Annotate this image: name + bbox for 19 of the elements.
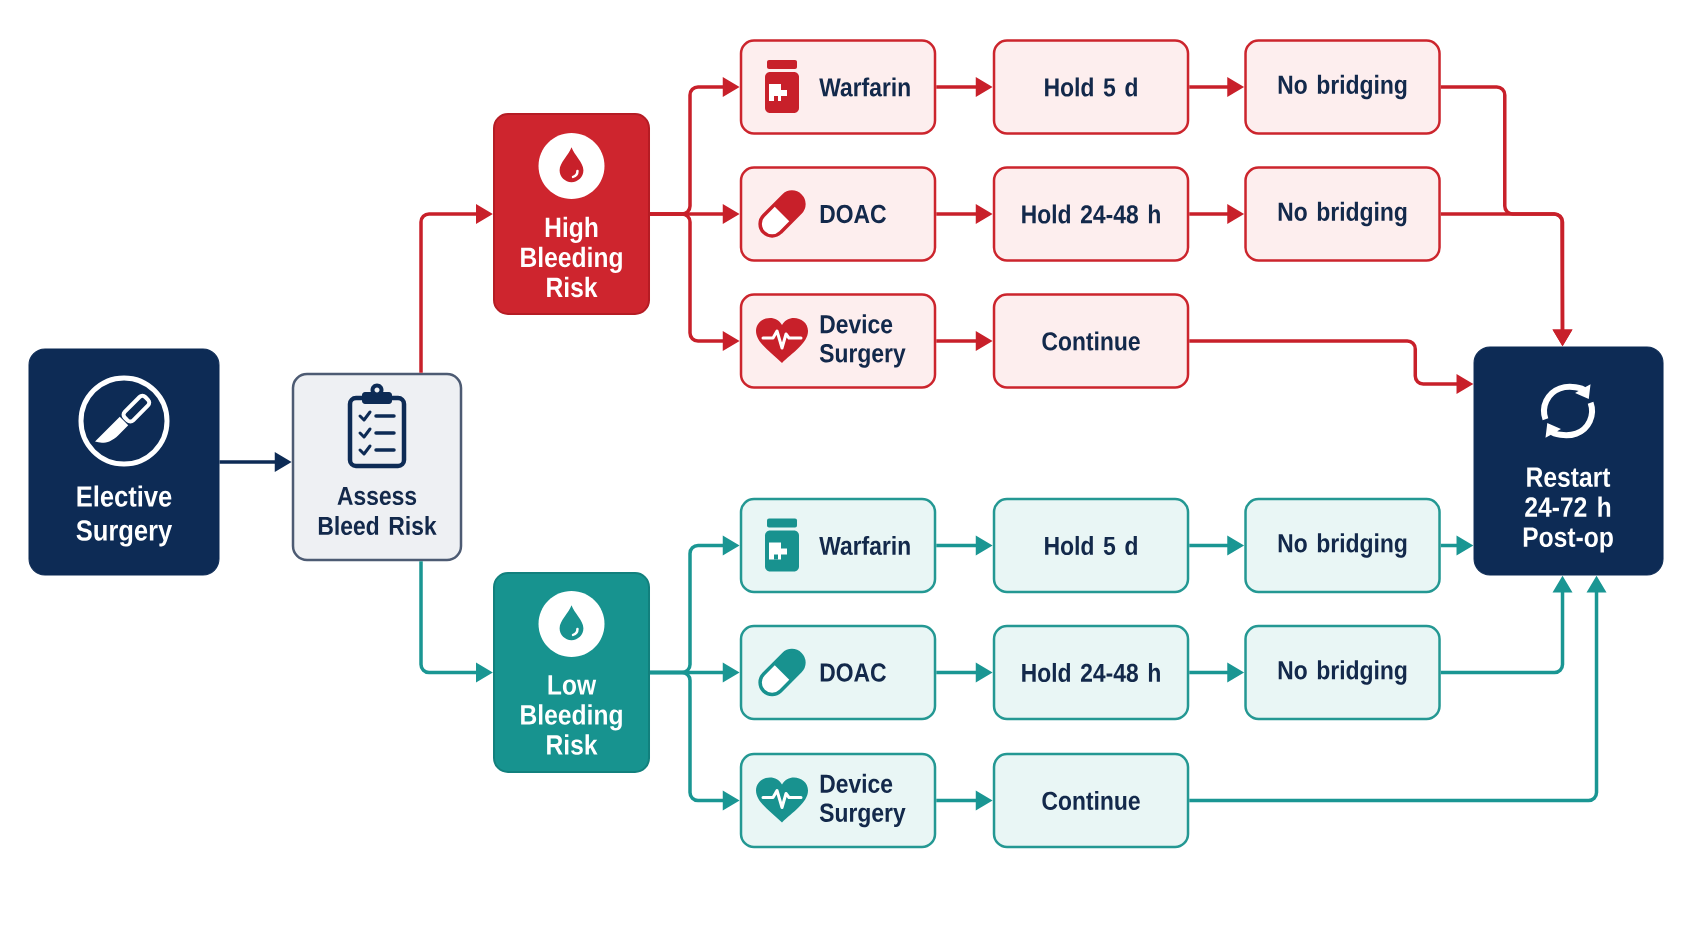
process-box: DOAC <box>739 166 937 262</box>
process-box: No bridging <box>1244 166 1441 262</box>
process-box: Hold 24-48 h <box>992 624 1190 721</box>
process-box: Hold 5 d <box>992 39 1190 135</box>
process-box: Device Surgery <box>739 752 937 849</box>
process-box: No bridging <box>1244 39 1441 135</box>
process-box: No bridging <box>1244 624 1441 721</box>
process-box: Device Surgery <box>739 293 937 389</box>
process-box: Elective Surgery <box>28 348 220 576</box>
process-box: Restart 24-72 h Post-op <box>1473 346 1664 576</box>
process-box: Warfarin <box>739 497 937 594</box>
process-box: Hold 5 d <box>992 497 1190 594</box>
process-box: Continue <box>992 293 1190 389</box>
process-box: No bridging <box>1244 497 1441 594</box>
process-box: Warfarin <box>739 39 937 135</box>
process-box: Continue <box>992 752 1190 849</box>
process-box: Hold 24-48 h <box>992 166 1190 262</box>
process-box: Assess Bleed Risk <box>291 372 463 562</box>
process-box: DOAC <box>739 624 937 721</box>
